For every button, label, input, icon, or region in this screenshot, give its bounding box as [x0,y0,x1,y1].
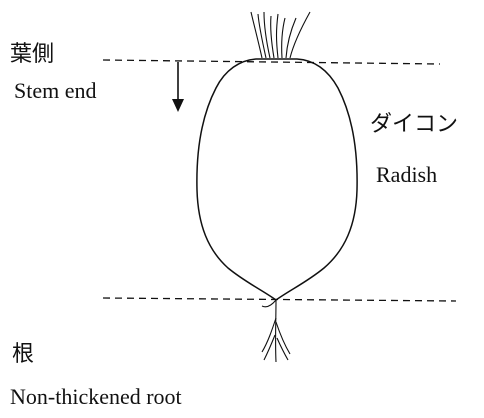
stem-end-dashed-line [102,59,441,65]
radish-label-jp: ダイコン [370,112,459,137]
stem-end-label: Stem end [14,78,97,103]
non-thickened-root-label: Non-thickened root [10,384,182,409]
leaf-stems [250,11,311,59]
root-dashed-line [102,297,457,302]
non-thickened-roots [261,299,291,363]
down-arrow-icon [172,62,184,112]
radish-label-en: Radish [376,162,438,187]
leaf-side-label-jp: 葉側 [10,42,55,67]
radish-body-outline [196,58,358,301]
root-label-jp: 根 [12,342,35,367]
